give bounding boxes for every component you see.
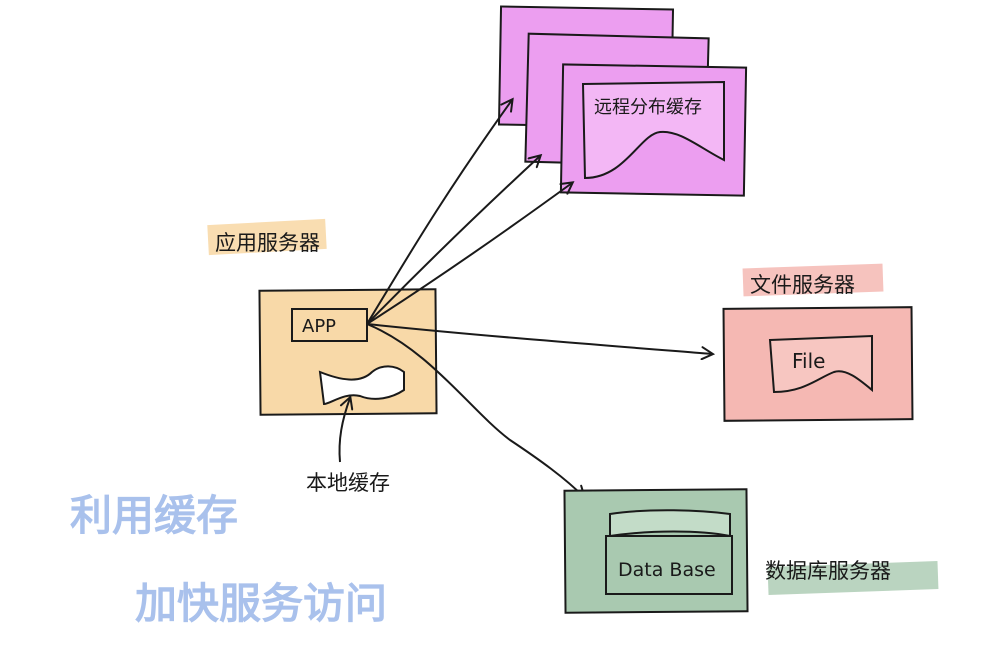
remote-cache-group: 远程分布缓存: [497, 5, 748, 197]
db-cylinder-top: [609, 509, 731, 538]
file-server-label: 文件服务器: [750, 273, 855, 297]
app-server-group: 应用服务器 APP: [207, 218, 438, 416]
arrow-to-file-server: [366, 323, 712, 354]
file-document-shape: [768, 334, 873, 394]
local-cache-label: 本地缓存: [306, 471, 390, 495]
file-label: File: [792, 349, 825, 373]
db-label: Data Base: [618, 559, 716, 581]
db-server-label-highlight: [767, 561, 939, 595]
app-server-label: 应用服务器: [215, 231, 320, 255]
note-line-2: 加快服务访问: [135, 579, 387, 628]
app-server-label-highlight: [207, 218, 327, 256]
arrow-to-remote-cache-2: [366, 156, 540, 325]
db-cylinder-body: [605, 535, 733, 595]
remote-cache-document-shape: [581, 80, 725, 180]
note-line-1: 利用缓存: [70, 491, 238, 540]
arrow-to-db-server: [366, 323, 584, 497]
db-server-label: 数据库服务器: [765, 559, 891, 583]
remote-cache-label: 远程分布缓存: [594, 97, 702, 118]
file-server-label-highlight: [742, 263, 884, 297]
db-server-group: Data Base 数据库服务器: [563, 488, 939, 614]
local-cache-pointer-arrow: [338, 398, 350, 463]
arrow-to-remote-cache-1: [366, 100, 512, 325]
app-box: [291, 308, 368, 342]
arrow-to-remote-cache-3: [366, 183, 572, 325]
app-label: APP: [302, 316, 336, 337]
file-server-group: 文件服务器 File: [722, 263, 914, 422]
